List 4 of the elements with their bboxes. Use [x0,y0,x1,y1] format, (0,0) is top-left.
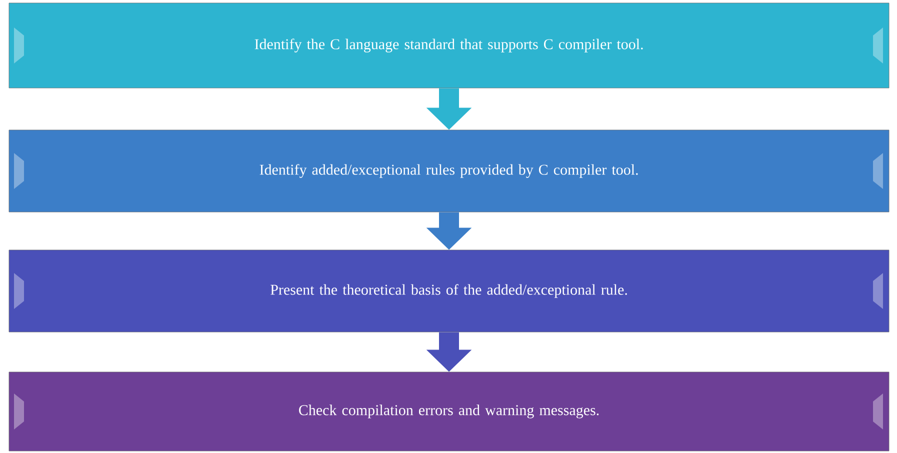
step-box: Check compilation errors and warning messages. [8,372,890,452]
step-box: Identify the C language standard that supports C compiler tool. [8,2,890,88]
step-box: Present the theoretical basis of the added/exceptional rule. [8,250,890,332]
step-box: Identify added/exceptional rules provided by C compiler tool. [8,130,890,212]
